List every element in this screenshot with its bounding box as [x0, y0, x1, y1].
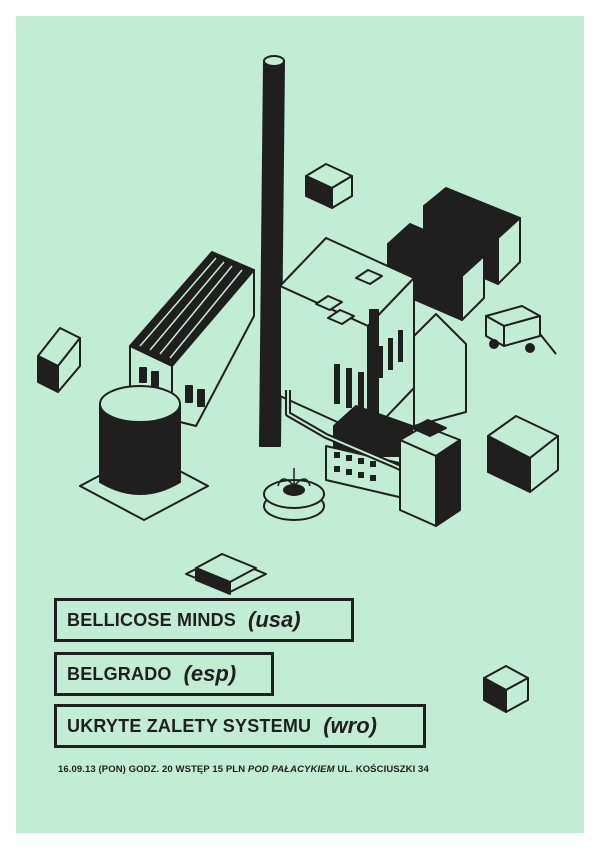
small-house-left — [37, 327, 81, 393]
small-cube-top — [305, 163, 353, 209]
event-date-price: 16.09.13 (PON) GODZ. 20 WSTĘP 15 PLN — [58, 764, 246, 775]
band-origin: (esp) — [183, 661, 237, 686]
band-origin: (wro) — [323, 713, 377, 738]
band-name: BELGRADO — [67, 663, 172, 684]
trailer — [485, 305, 557, 355]
event-info: 16.09.13 (PON) GODZ. 20 WSTĘP 15 PLN POD… — [58, 764, 429, 775]
fountain — [263, 468, 325, 521]
main-factory — [279, 237, 467, 437]
flat-box — [185, 553, 267, 595]
chimney — [259, 55, 285, 447]
event-address: UL. KOŚCIUSZKI 34 — [337, 764, 429, 775]
factory-illustration — [37, 55, 559, 713]
event-venue: POD PAŁACYKIEM — [247, 764, 335, 775]
band-name: UKRYTE ZALETY SYSTEMU — [67, 715, 312, 736]
tank — [79, 385, 209, 521]
long-shed — [129, 251, 255, 427]
band-label-2: BELGRADO (esp) — [54, 652, 274, 696]
band-label-3: UKRYTE ZALETY SYSTEMU (wro) — [54, 704, 426, 748]
band-label-1: BELLICOSE MINDS (usa) — [54, 598, 354, 642]
small-cube-bottom — [483, 665, 529, 713]
poster: BELLICOSE MINDS (usa) BELGRADO (esp) UKR… — [16, 16, 584, 833]
band-origin: (usa) — [248, 607, 301, 632]
house-right-small — [487, 415, 559, 493]
band-name: BELLICOSE MINDS — [67, 609, 237, 630]
right-tower — [399, 419, 461, 527]
